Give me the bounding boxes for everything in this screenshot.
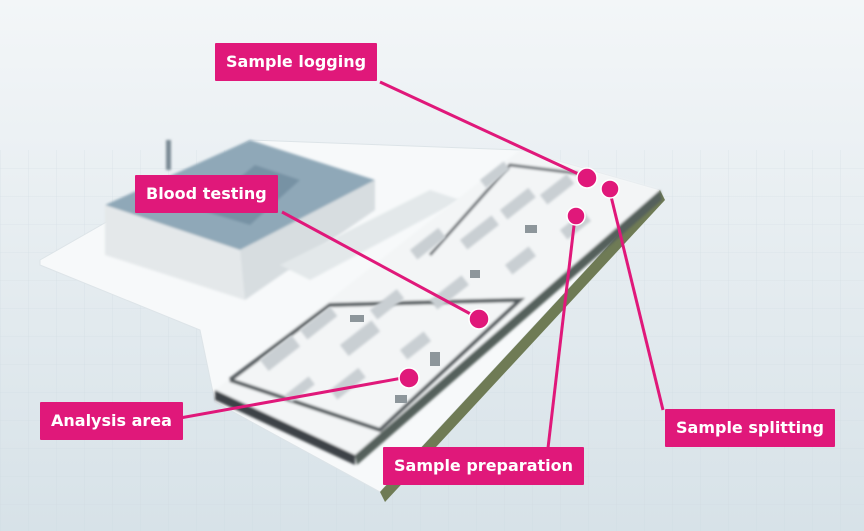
- platform-green-edge: [380, 190, 665, 502]
- marker-sample-splitting: [600, 179, 620, 199]
- leader-blood-testing: [281, 210, 479, 320]
- leader-lines: [179, 80, 665, 449]
- leader-sample-preparation: [546, 216, 577, 449]
- label-blood-testing: Blood testing: [135, 175, 278, 213]
- markers: [398, 167, 620, 389]
- equipment-marks: [350, 225, 537, 403]
- marker-sample-logging: [576, 167, 598, 189]
- room-details: [260, 161, 592, 403]
- connector-wing: [280, 190, 460, 280]
- label-sample-preparation: Sample preparation: [383, 447, 584, 485]
- leader-sample-splitting: [607, 187, 665, 411]
- leader-sample-logging: [379, 80, 586, 179]
- leader-analysis-area: [179, 375, 409, 420]
- label-sample-splitting: Sample splitting: [665, 409, 835, 447]
- marker-blood-testing: [468, 308, 490, 330]
- marker-sample-preparation: [566, 206, 586, 226]
- marker-analysis-area: [398, 367, 420, 389]
- label-analysis-area: Analysis area: [40, 402, 183, 440]
- label-sample-logging: Sample logging: [215, 43, 378, 81]
